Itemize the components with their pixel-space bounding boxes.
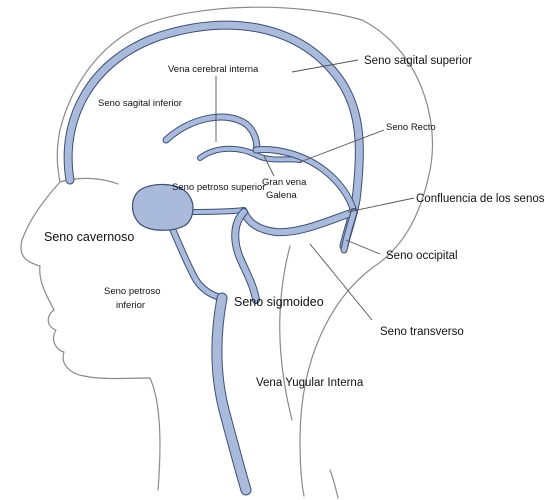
label-seno-petroso-inferior-line2: inferior <box>116 300 145 311</box>
label-gran-vena-galena-line1: Gran vena <box>262 177 307 188</box>
label-seno-petroso-superior: Seno petroso superior <box>172 182 265 193</box>
label-seno-petroso-inferior-line1: Seno petroso <box>104 286 161 297</box>
label-confluencia-de-los-senos: Confluencia de los senos <box>416 193 545 205</box>
label-seno-sigmoideo: Seno sigmoideo <box>234 295 324 309</box>
vena-yugular-interna-vessel <box>217 298 246 490</box>
leader-seno-recto <box>300 130 384 162</box>
leader-seno-occipital <box>346 240 380 254</box>
seno-petroso-inferior-vessel-edge <box>172 228 222 298</box>
label-vena-yugular-interna: Vena Yugular Interna <box>256 377 364 389</box>
seno-petroso-superior-vessel <box>186 210 244 212</box>
label-gran-vena-galena-line2: Galena <box>266 190 297 201</box>
label-seno-sagital-inferior: Seno sagital inferior <box>98 98 182 109</box>
label-seno-cavernoso: Seno cavernoso <box>44 230 134 244</box>
head-profile-outline <box>21 7 362 490</box>
vessels-group <box>68 25 359 490</box>
ear-outline <box>280 246 292 420</box>
labels: Seno sagital superior Vena cerebral inte… <box>44 55 545 389</box>
label-seno-occipital: Seno occipital <box>386 250 458 262</box>
neck-outline <box>330 470 338 498</box>
label-vena-cerebral-interna: Vena cerebral interna <box>168 64 259 75</box>
label-seno-sagital-superior: Seno sagital superior <box>364 55 472 67</box>
label-seno-recto: Seno Recto <box>386 122 436 133</box>
label-seno-transverso: Seno transverso <box>380 326 464 338</box>
